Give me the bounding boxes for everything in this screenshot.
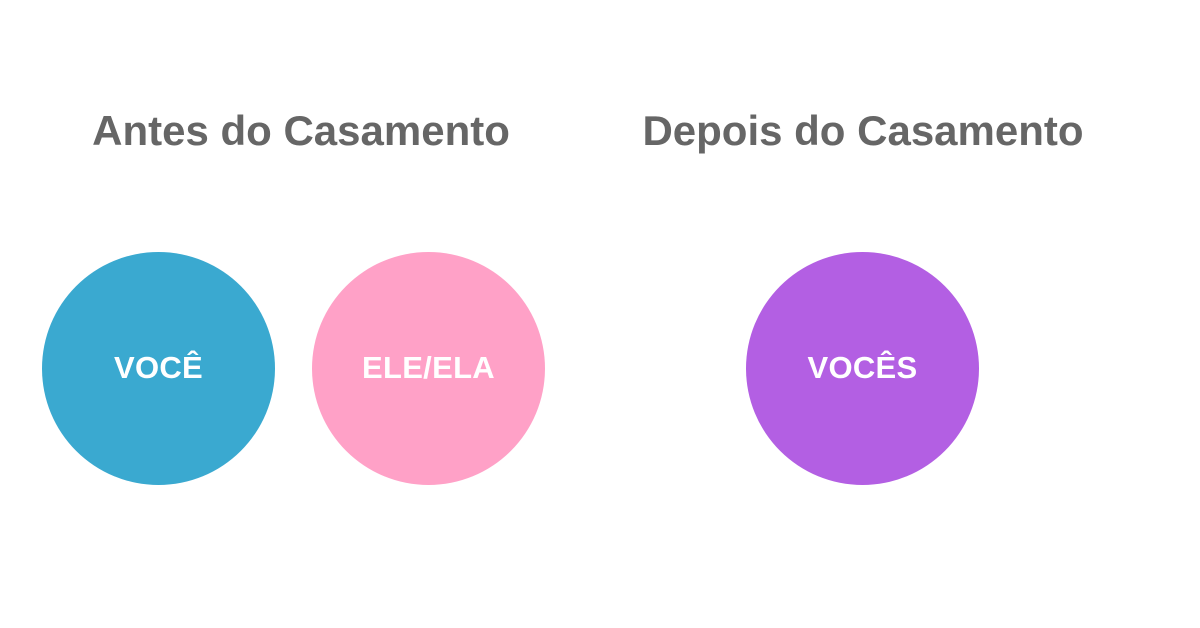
couple-circle-label: VOCÊS — [807, 349, 918, 385]
before-marriage-title: Antes do Casamento — [92, 107, 510, 154]
partner-circle-label: ELE/ELA — [361, 349, 495, 385]
after-marriage-title: Depois do Casamento — [642, 107, 1084, 154]
partner-circle: ELE/ELA — [312, 252, 545, 485]
couple-circle: VOCÊS — [746, 252, 979, 485]
you-circle: VOCÊ — [42, 252, 275, 485]
you-circle-label: VOCÊ — [113, 349, 204, 385]
